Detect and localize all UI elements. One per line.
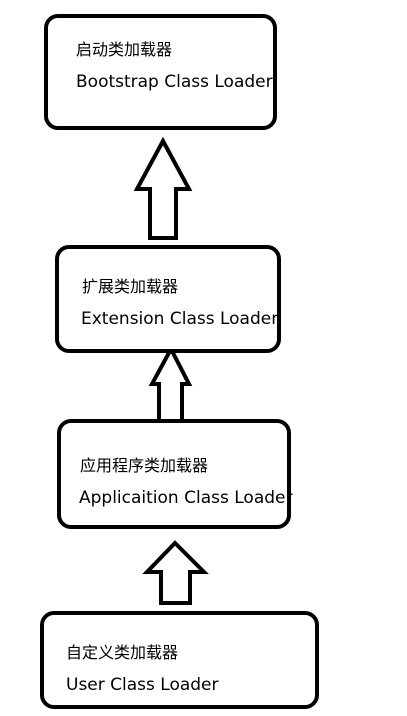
bootstrap-loader-label-cn: 启动类加载器 [76, 40, 173, 59]
arrow-up-icon [133, 136, 193, 240]
user-loader-box [40, 611, 319, 709]
user-loader-label-cn: 自定义类加载器 [66, 643, 179, 662]
application-loader-label-en: Applicaition Class Loader [79, 488, 293, 508]
bootstrap-loader-label-en: Bootstrap Class Loader [76, 72, 273, 92]
extension-loader-box [55, 245, 281, 353]
bootstrap-loader-box [44, 14, 277, 130]
application-loader-label-cn: 应用程序类加载器 [80, 456, 209, 475]
application-loader-box [57, 419, 291, 529]
extension-loader-label-en: Extension Class Loader [81, 309, 279, 329]
extension-loader-label-cn: 扩展类加载器 [82, 277, 179, 296]
user-loader-label-en: User Class Loader [66, 675, 219, 695]
arrow-up-icon [142, 540, 209, 605]
arrow-up-icon [148, 344, 193, 424]
